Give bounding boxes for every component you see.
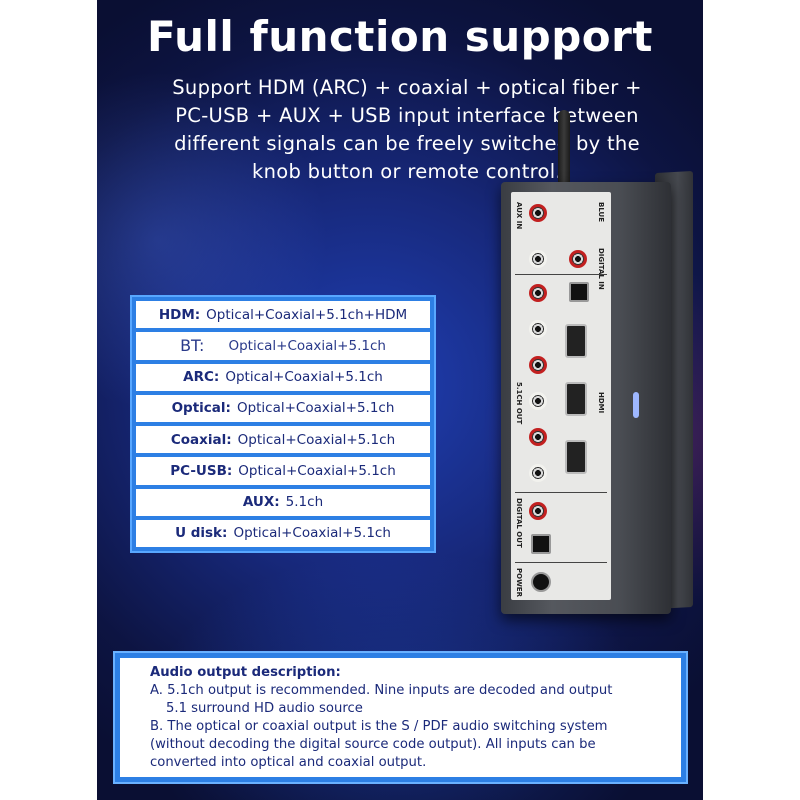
table-row: U disk: Optical+Coaxial+5.1ch — [136, 519, 430, 547]
output-line: (without decoding the digital source cod… — [150, 737, 596, 752]
audio-output-description: Audio output description: A. 5.1ch outpu… — [113, 651, 688, 784]
page-title: Full function support — [147, 12, 653, 61]
input-value: Optical+Coaxial+5.1ch — [237, 431, 396, 448]
input-key: Coaxial: — [170, 431, 232, 448]
rca-port-icon — [529, 392, 547, 410]
rca-port-icon — [529, 284, 547, 302]
hdmi-port-icon — [565, 440, 587, 474]
output-line: 5.1 surround HD audio source — [166, 701, 363, 716]
input-key: BT: — [180, 336, 205, 356]
input-value: Optical+Coaxial+5.1ch — [225, 369, 383, 386]
hdmi-label: HDMI — [597, 392, 605, 414]
input-value: Optical+Coaxial+5.1ch — [236, 400, 395, 417]
power-jack-icon — [531, 572, 551, 592]
digital-in-label: DIGITAL IN — [597, 248, 605, 290]
description-line: knob button or remote control. — [252, 160, 562, 183]
table-row: PC-USB: Optical+Coaxial+5.1ch — [136, 457, 430, 485]
table-row: AUX: 5.1ch — [136, 488, 430, 516]
output-line: converted into optical and coaxial outpu… — [150, 755, 427, 770]
output-heading: Audio output description: — [150, 665, 341, 680]
rca-port-icon — [529, 250, 547, 268]
digital-out-label: DIGITAL OUT — [515, 498, 523, 548]
input-key: HDM: — [158, 306, 201, 323]
blue-label: BLUE — [597, 202, 605, 223]
description-line: Support HDM (ARC) + coaxial + optical fi… — [172, 76, 642, 99]
input-value: Optical+Coaxial+5.1ch — [238, 462, 396, 479]
input-value: Optical+Coaxial+5.1ch — [228, 337, 386, 354]
input-output-table: HDM: Optical+Coaxial+5.1ch+HDM BT: Optical… — [130, 295, 436, 553]
table-row: Optical: Optical+Coaxial+5.1ch — [136, 394, 430, 422]
rca-port-icon — [569, 250, 587, 268]
rca-port-icon — [529, 502, 547, 520]
table-row: HDM: Optical+Coaxial+5.1ch+HDM — [136, 301, 430, 329]
rca-port-icon — [529, 464, 547, 482]
rca-port-icon — [529, 320, 547, 338]
table-row: BT: Optical+Coaxial+5.1ch — [136, 332, 430, 360]
input-value: Optical+Coaxial+5.1ch — [233, 525, 391, 542]
table-row: ARC: Optical+Coaxial+5.1ch — [136, 363, 430, 391]
aux-in-label: AUX IN — [515, 202, 523, 230]
rear-panel: AUX IN BLUE DIGITAL IN 5.1CH OUT HDMI DI… — [511, 192, 611, 600]
feature-description: Support HDM (ARC) + coaxial + optical fi… — [137, 74, 677, 186]
rca-port-icon — [529, 428, 547, 446]
description-line: different signals can be freely switched… — [174, 132, 640, 155]
hdmi-port-icon — [565, 324, 587, 358]
output-description-body: Audio output description: A. 5.1ch outpu… — [120, 658, 681, 777]
input-key: U disk: — [175, 525, 228, 542]
optical-port-icon — [531, 534, 551, 554]
indicator-light — [633, 392, 639, 418]
product-poster: Full function support Support HDM (ARC) … — [97, 0, 703, 800]
table-row: Coaxial: Optical+Coaxial+5.1ch — [136, 426, 430, 454]
antenna-icon — [558, 110, 570, 200]
input-value: Optical+Coaxial+5.1ch+HDM — [206, 306, 408, 323]
output-line: B. The optical or coaxial output is the … — [150, 719, 608, 734]
description-line: PC-USB + AUX + USB input interface betwe… — [175, 104, 639, 127]
output-line: A. 5.1ch output is recommended. Nine inp… — [150, 683, 613, 698]
rca-port-icon — [529, 204, 547, 222]
input-key: ARC: — [183, 369, 220, 386]
input-key: Optical: — [171, 400, 231, 417]
input-key: PC-USB: — [170, 462, 233, 479]
optical-port-icon — [569, 282, 589, 302]
5-1ch-out-label: 5.1CH OUT — [515, 382, 523, 425]
hdmi-port-icon — [565, 382, 587, 416]
panel-divider — [515, 492, 607, 493]
rca-port-icon — [529, 356, 547, 374]
power-label: POWER — [515, 568, 523, 597]
input-value: 5.1ch — [285, 494, 324, 511]
panel-divider — [515, 274, 607, 275]
panel-divider — [515, 562, 607, 563]
audio-decoder-device: AUX IN BLUE DIGITAL IN 5.1CH OUT HDMI DI… — [495, 110, 697, 625]
input-key: AUX: — [242, 494, 280, 511]
